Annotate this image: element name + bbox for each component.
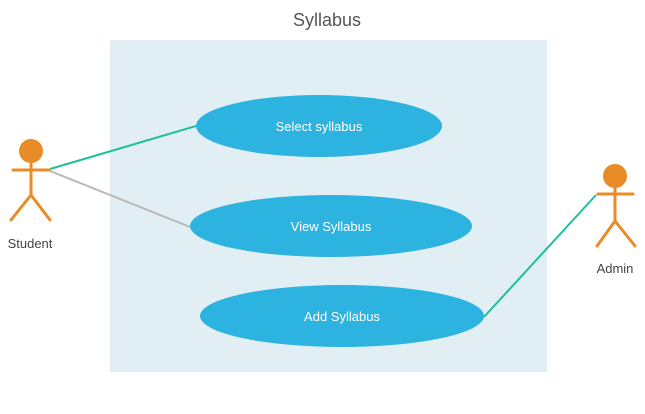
use-case-add-syllabus-ellipse (200, 285, 484, 347)
use-case-view-syllabus-label: View Syllabus (291, 219, 372, 234)
actor-admin[interactable]: Admin (595, 164, 637, 276)
actor-student-figure-icon (9, 139, 52, 222)
use-case-view-syllabus-ellipse (190, 195, 472, 257)
association-student-view (49, 170, 191, 228)
actor-admin-label: Admin (597, 261, 634, 276)
association-student-select (49, 125, 197, 170)
use-case-view-syllabus[interactable]: View Syllabus (190, 195, 472, 257)
actor-student[interactable]: Student (8, 139, 53, 251)
diagram-title: Syllabus (293, 10, 361, 30)
actor-admin-figure-icon (595, 164, 637, 248)
use-case-add-syllabus-label: Add Syllabus (304, 309, 380, 324)
actor-student-label: Student (8, 236, 53, 251)
use-case-select-syllabus-label: Select syllabus (276, 119, 363, 134)
use-case-select-syllabus-ellipse (196, 95, 442, 157)
association-admin-add (483, 194, 597, 318)
use-case-add-syllabus[interactable]: Add Syllabus (200, 285, 484, 347)
use-case-select-syllabus[interactable]: Select syllabus (196, 95, 442, 157)
